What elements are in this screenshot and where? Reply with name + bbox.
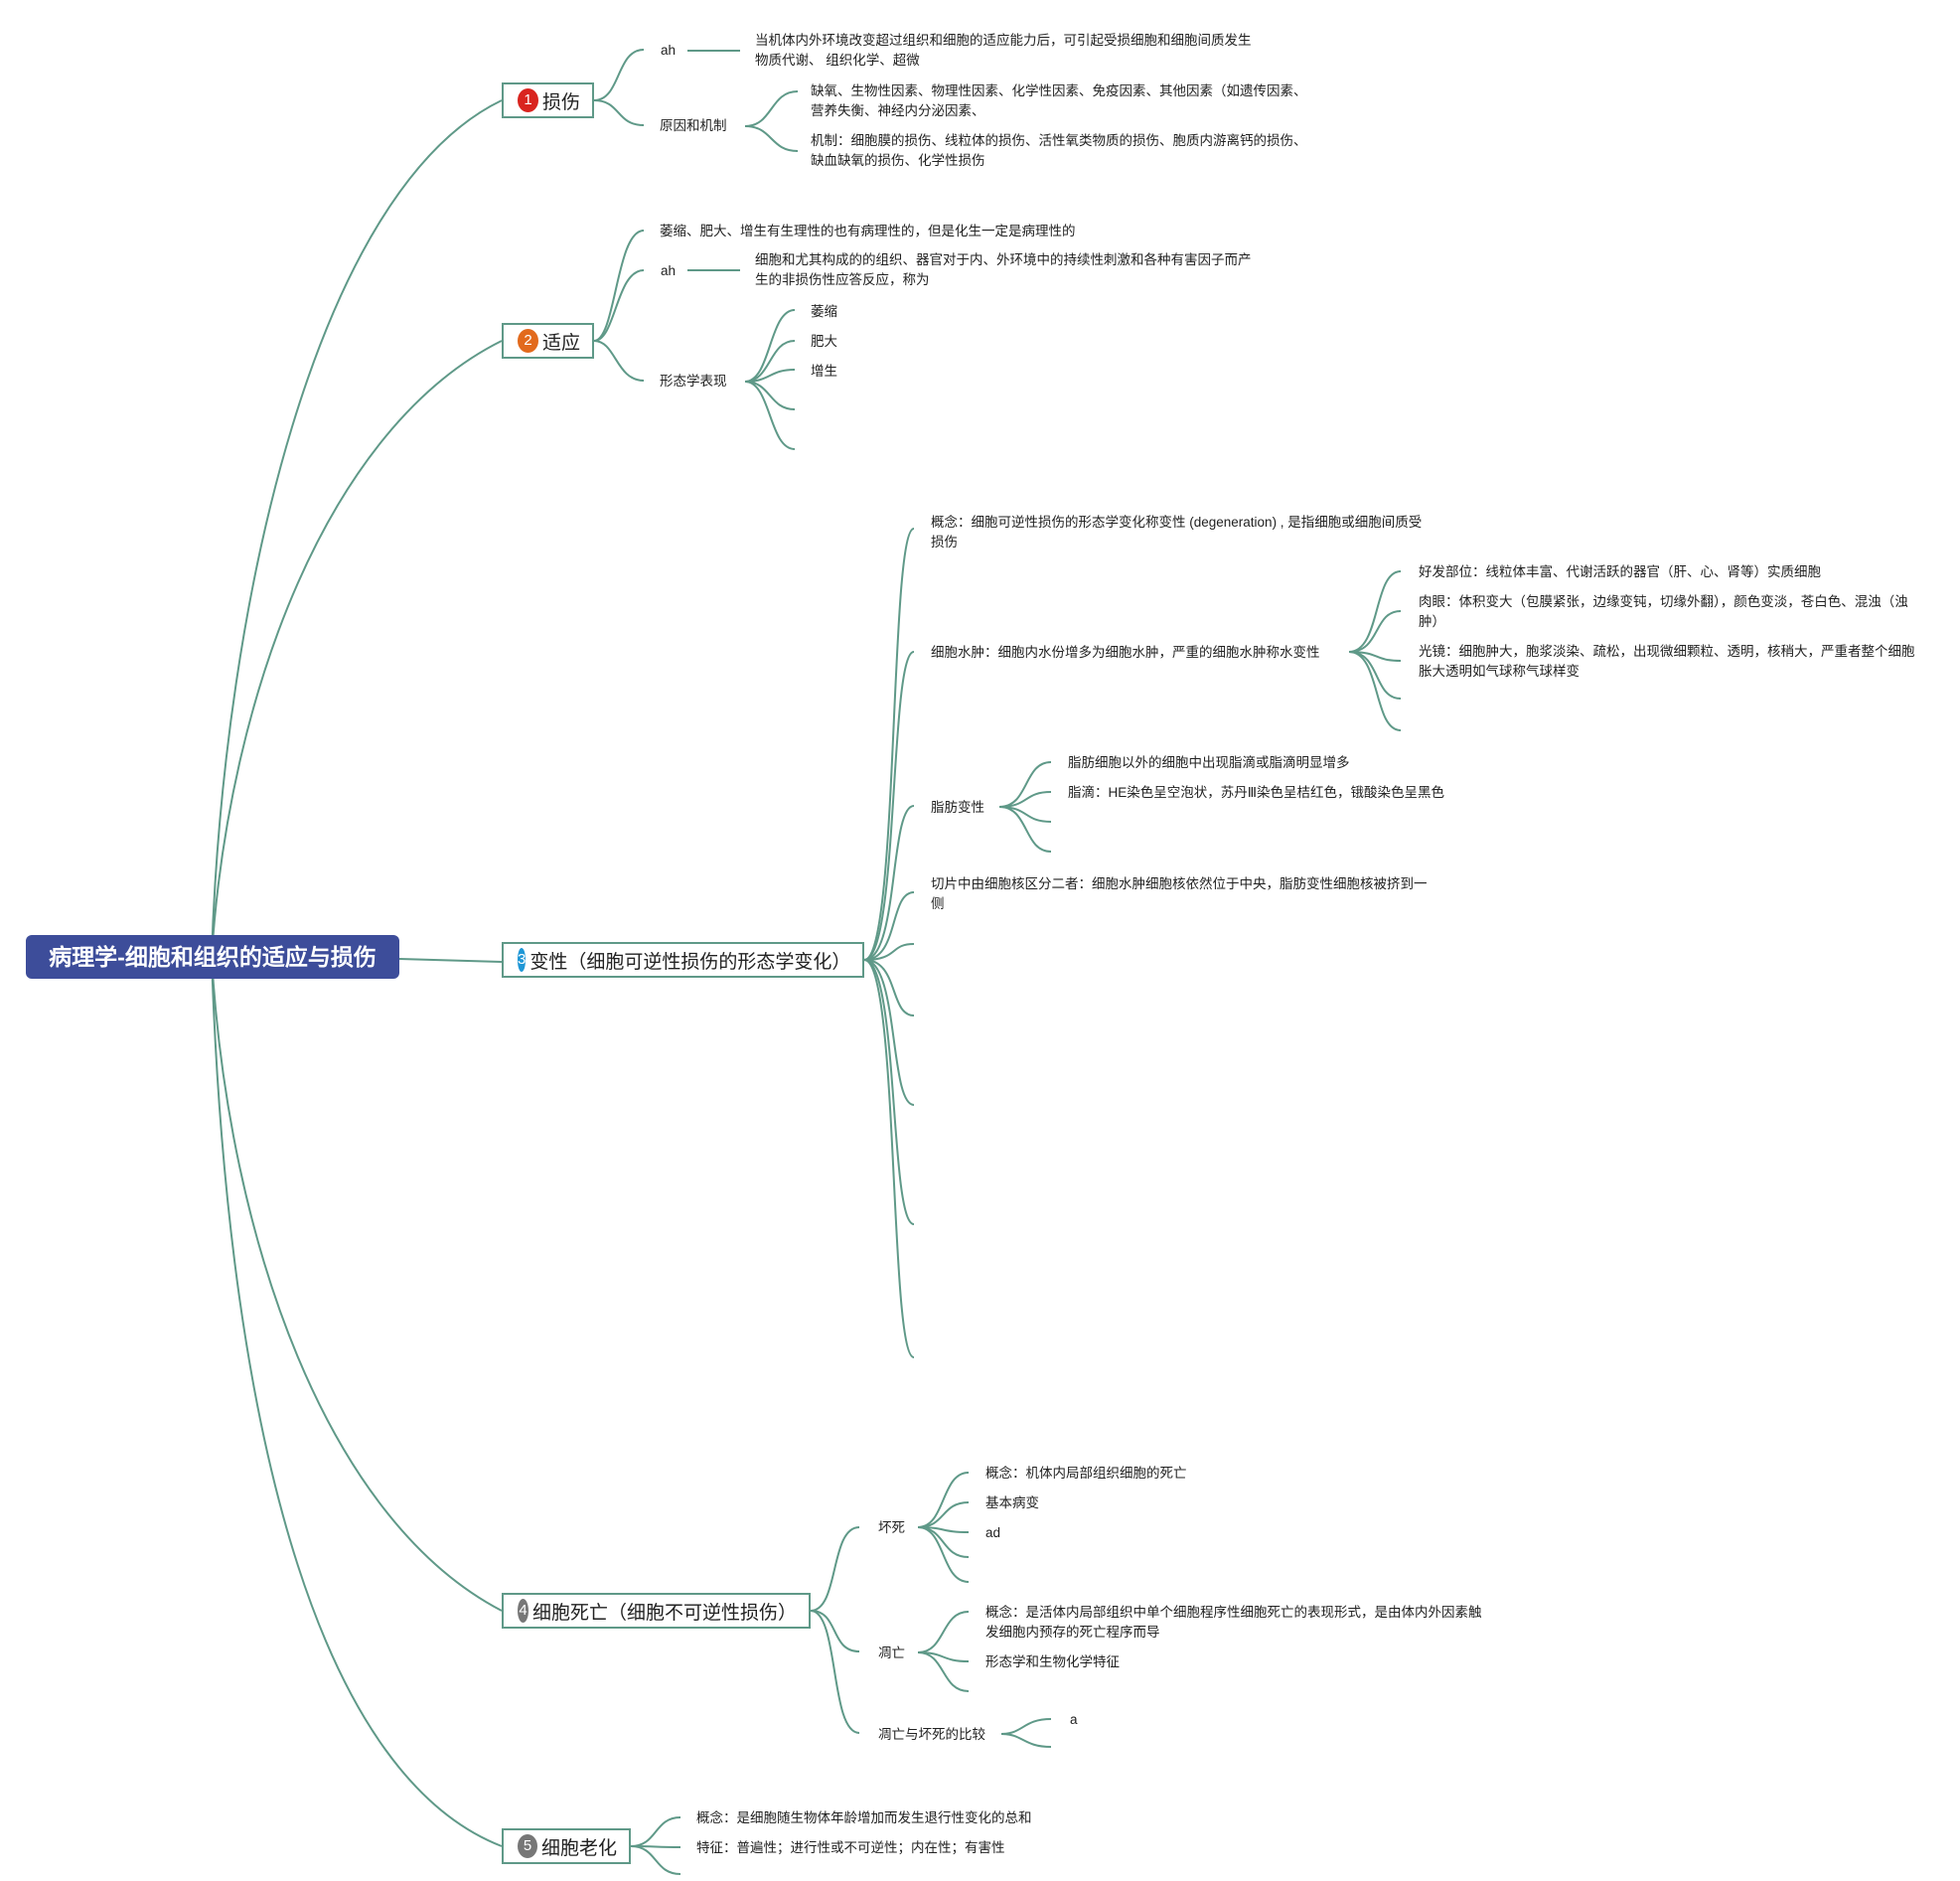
item-hypertrophy[interactable]: 肥大 — [811, 334, 837, 349]
topic-label: 损伤 — [541, 91, 580, 113]
note-gross-appearance[interactable]: 肉眼：体积变大（包膜紧张，边缘变钝，切缘外翻），颜色变淡，苍白色、混浊（浊肿） — [1419, 594, 1908, 629]
subtopic-ah[interactable]: ah — [661, 43, 677, 58]
subtopic-necrosis[interactable]: 坏死 — [878, 1520, 905, 1535]
root-topic[interactable]: 病理学-细胞和组织的适应与损伤 — [26, 935, 399, 979]
topic-cell-aging[interactable]: 5 细胞老化 — [502, 1828, 631, 1864]
subtopic-apoptosis[interactable]: 凋亡 — [878, 1646, 905, 1660]
note-nucleus-distinction[interactable]: 切片中由细胞核区分二者：细胞水肿细胞核依然位于中央，脂肪变性细胞核被挤到一侧 — [931, 876, 1428, 911]
topic-injury[interactable]: 1 损伤 — [502, 82, 594, 118]
number-badge: 1 — [518, 88, 538, 112]
note-lipid-staining[interactable]: 脂滴：HE染色呈空泡状，苏丹Ⅲ染色呈桔红色，锇酸染色呈黑色 — [1068, 785, 1445, 800]
note-adaptation-definition[interactable]: 细胞和尤其构成的的组织、器官对于内、外环境中的持续性刺激和各种有害因子而产生的非… — [755, 252, 1252, 287]
note-microscopy[interactable]: 光镜：细胞肿大，胞浆淡染、疏松，出现微细颗粒、透明，核稍大，严重者整个细胞胀大透… — [1419, 644, 1915, 679]
item-a[interactable]: a — [1070, 1712, 1078, 1727]
subtopic-apoptosis-vs-necrosis[interactable]: 凋亡与坏死的比较 — [878, 1727, 985, 1742]
topic-label: 细胞老化 — [540, 1837, 617, 1859]
subtopic-morphology[interactable]: 形态学表现 — [660, 374, 727, 389]
subtopic-fatty-change[interactable]: 脂肪变性 — [931, 800, 984, 815]
subtopic-cause-mechanism[interactable]: 原因和机制 — [660, 118, 727, 133]
note-necrosis-concept[interactable]: 概念：机体内局部组织细胞的死亡 — [985, 1466, 1187, 1481]
item-atrophy[interactable]: 萎缩 — [811, 304, 837, 319]
note-aging-features[interactable]: 特征：普遍性；进行性或不可逆性；内在性；有害性 — [696, 1840, 1005, 1855]
note-mechanisms[interactable]: 机制：细胞膜的损伤、线粒体的损伤、活性氧类物质的损伤、胞质内游离钙的损伤、缺血缺… — [811, 133, 1307, 168]
note-fatty-definition[interactable]: 脂肪细胞以外的细胞中出现脂滴或脂滴明显增多 — [1068, 755, 1350, 770]
number-badge: 4 — [518, 1599, 528, 1623]
note-injury-definition[interactable]: 当机体内外环境改变超过组织和细胞的适应能力后，可引起受损细胞和细胞间质发生物质代… — [755, 33, 1252, 68]
number-badge: 3 — [518, 948, 527, 972]
subtopic-cell-swelling[interactable]: 细胞水肿：细胞内水份增多为细胞水肿，严重的细胞水肿称水变性 — [931, 645, 1320, 660]
topic-degeneration[interactable]: 3 变性（细胞可逆性损伤的形态学变化） — [502, 942, 864, 978]
note-aging-concept[interactable]: 概念：是细胞随生物体年龄增加而发生退行性变化的总和 — [696, 1810, 1032, 1825]
topic-label: 适应 — [541, 332, 580, 354]
item-hyperplasia[interactable]: 增生 — [811, 364, 837, 379]
note-predilection-site[interactable]: 好发部位：线粒体丰富、代谢活跃的器官（肝、心、肾等）实质细胞 — [1419, 564, 1821, 579]
note-adaptation-types[interactable]: 萎缩、肥大、增生有生理性的也有病理性的，但是化生一定是病理性的 — [660, 224, 1076, 238]
note-apoptosis-concept[interactable]: 概念：是活体内局部组织中单个细胞程序性细胞死亡的表现形式，是由体内外因素触发细胞… — [985, 1605, 1482, 1640]
number-badge: 5 — [518, 1834, 537, 1858]
topic-label: 变性（细胞可逆性损伤的形态学变化） — [529, 951, 851, 973]
number-badge: 2 — [518, 329, 538, 353]
item-morph-biochem-features[interactable]: 形态学和生物化学特征 — [985, 1654, 1120, 1669]
item-ad[interactable]: ad — [985, 1525, 1001, 1540]
item-basic-lesions[interactable]: 基本病变 — [985, 1495, 1039, 1510]
note-degeneration-concept[interactable]: 概念：细胞可逆性损伤的形态学变化称变性 (degeneration) , 是指细… — [931, 515, 1423, 549]
topic-cell-death[interactable]: 4 细胞死亡（细胞不可逆性损伤） — [502, 1593, 811, 1629]
topic-label: 细胞死亡（细胞不可逆性损伤） — [531, 1602, 797, 1624]
subtopic-ah[interactable]: ah — [661, 263, 677, 278]
topic-adaptation[interactable]: 2 适应 — [502, 323, 594, 359]
note-causes[interactable]: 缺氧、生物性因素、物理性因素、化学性因素、免疫因素、其他因素（如遗传因素、营养失… — [811, 83, 1307, 118]
